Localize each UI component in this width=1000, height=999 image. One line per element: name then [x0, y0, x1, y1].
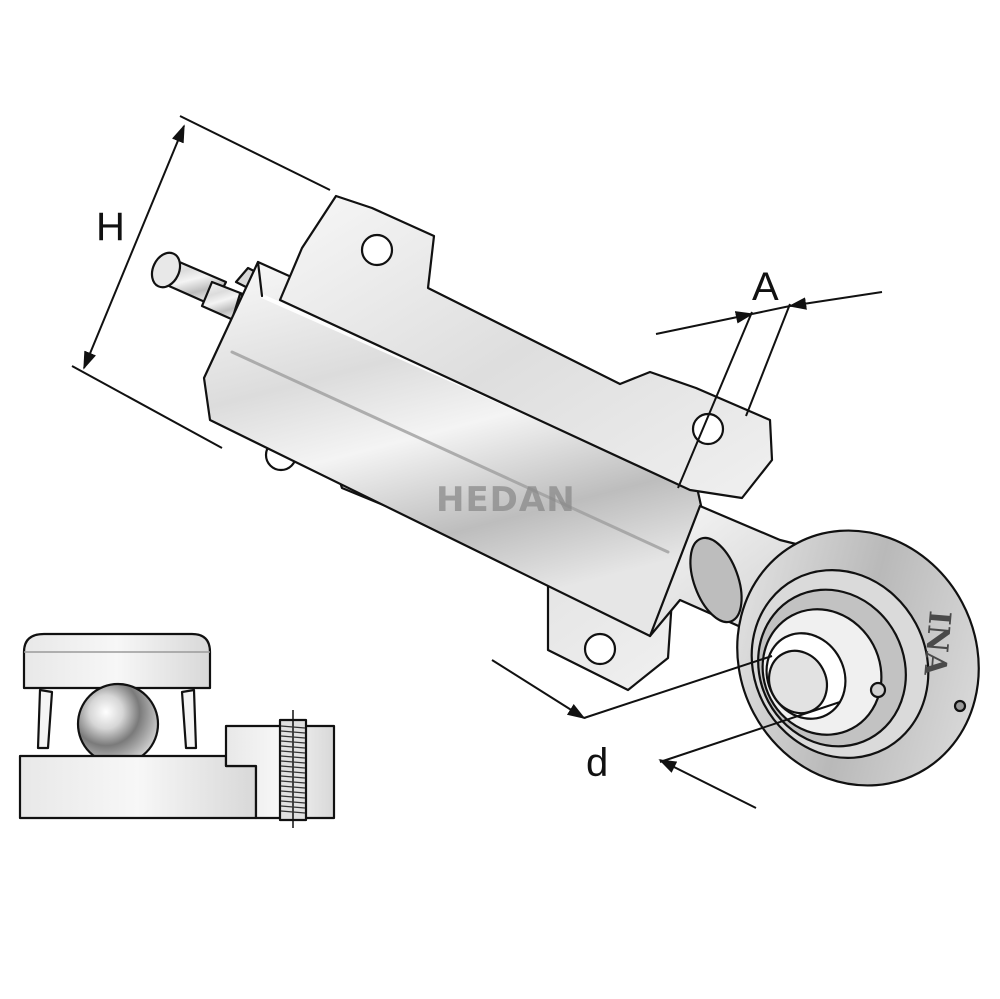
set-screw-threads	[280, 725, 306, 814]
dimension-a-arrow-left	[655, 311, 754, 335]
thread-line	[280, 745, 306, 749]
thread-line	[280, 760, 306, 764]
thread-line	[280, 810, 306, 814]
dimension-label-d: d	[586, 741, 608, 785]
dimension-d-extension-bottom	[659, 701, 841, 763]
dimension-a-leader	[751, 305, 791, 315]
thread-line	[280, 805, 306, 809]
bearing-housing	[736, 529, 980, 787]
thread-line	[280, 740, 306, 744]
dimension-d-arrow-left	[491, 659, 586, 719]
thread-line	[280, 795, 306, 799]
dimension-h-arrow	[83, 124, 185, 370]
upper-flange-plate	[278, 194, 774, 500]
thread-line	[280, 790, 306, 794]
thread-line	[280, 730, 306, 734]
dimension-a-arrow-right	[788, 291, 883, 310]
thread-line	[280, 775, 306, 779]
dimension-a-extension-left	[677, 311, 753, 489]
dimension-label-a: A	[752, 265, 779, 309]
thread-line	[280, 765, 306, 769]
dimension-label-h: H	[96, 205, 125, 249]
dimension-a-extension-right	[745, 303, 791, 417]
watermark: HEDAN	[436, 480, 576, 520]
thread-line	[280, 750, 306, 754]
take-up-unit	[150, 194, 980, 787]
thread-line	[280, 785, 306, 789]
dimension-h-extension-bottom	[71, 365, 223, 449]
dimension-d-arrow-right	[658, 759, 757, 809]
dimension-d-extension-top	[583, 655, 773, 719]
thread-line	[280, 725, 306, 729]
thread-line	[280, 735, 306, 739]
dimension-h-extension-top	[179, 115, 331, 191]
dimension-annotations	[71, 115, 883, 809]
ball-element	[76, 682, 160, 766]
bearing-cross-section	[18, 632, 336, 828]
thread-line	[280, 755, 306, 759]
thread-line	[280, 780, 306, 784]
housing-brand-mark: INA	[916, 609, 957, 677]
thread-line	[280, 770, 306, 774]
thread-line	[280, 800, 306, 804]
